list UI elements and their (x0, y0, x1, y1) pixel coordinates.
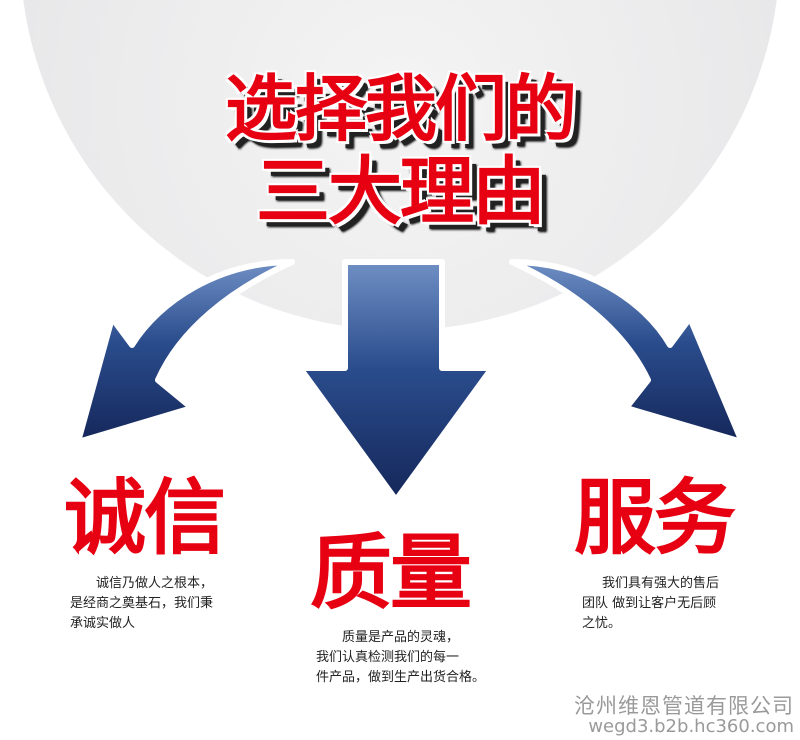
text-line: 我们认真检测我们的每一 (316, 650, 460, 665)
text-line: 是经商之奠基石，我们秉 (70, 596, 214, 611)
title-line-1: 选择我们的 (224, 67, 577, 151)
down-arrow-icon (297, 259, 495, 503)
watermark-url: wegd3.b2b.hc360.com (588, 716, 794, 737)
text-line: 之忧。 (582, 616, 622, 631)
heading-quality: 质量 (310, 526, 472, 621)
quality-text: 质量是产品的灵魂， 我们认真检测我们的每一 件产品，做到生产出货合格。 (316, 628, 485, 688)
right-arrow-icon (509, 259, 745, 445)
title-line-2: 三大理由 (256, 149, 546, 235)
text-line: 承诚实做人 (70, 616, 136, 631)
text-line: 团队 做到让客户无后顾 (582, 596, 717, 611)
watermark-company: 沧州维恩管道有限公司 (574, 694, 794, 718)
text-line: 诚信乃做人之根本， (96, 576, 214, 591)
integrity-text: 诚信乃做人之根本， 是经商之奠基石，我们秉 承诚实做人 (70, 574, 213, 634)
text-line: 质量是产品的灵魂， (342, 630, 460, 645)
left-arrow-icon (75, 259, 295, 445)
heading-integrity: 诚信 (64, 471, 226, 566)
service-text: 我们具有强大的售后 团队 做到让客户无后顾 之忧。 (582, 574, 719, 634)
heading-service: 服务 (574, 471, 736, 566)
text-line: 我们具有强大的售后 (602, 576, 720, 591)
text-line: 件产品，做到生产出货合格。 (316, 670, 486, 685)
